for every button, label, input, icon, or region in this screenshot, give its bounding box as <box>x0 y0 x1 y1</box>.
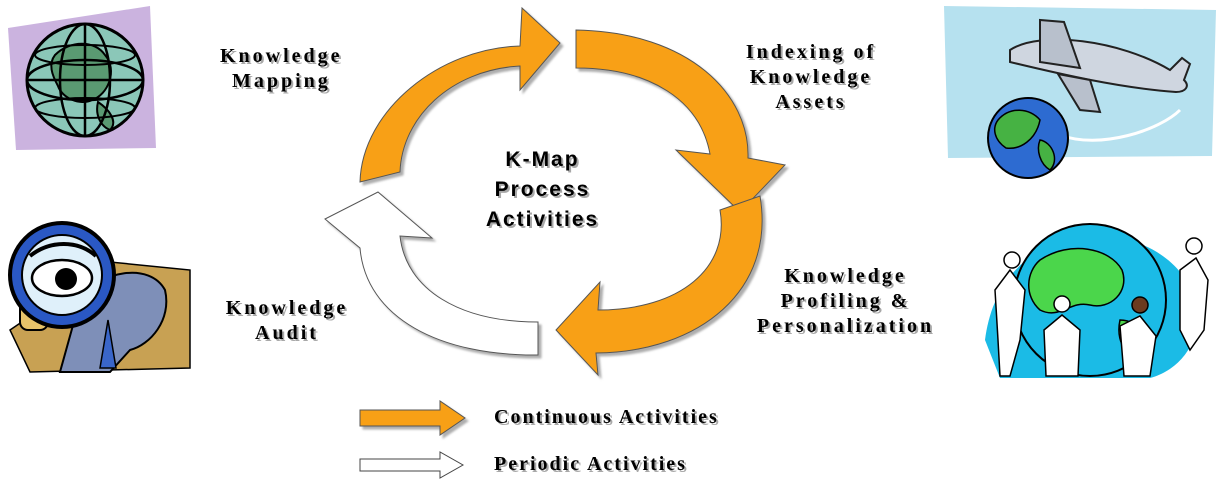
label-line: Knowledge <box>749 66 873 88</box>
label-line: Personalization <box>756 315 935 337</box>
airplane-globe-icon <box>944 6 1216 179</box>
center-line: Activities <box>485 208 600 231</box>
label-knowledge-profiling: Knowledge Profiling & Personalization <box>738 264 953 339</box>
legend-periodic-label: Periodic Activities <box>494 453 687 475</box>
label-knowledge-mapping: Knowledge Mapping <box>220 44 343 94</box>
center-line: Process <box>494 178 591 201</box>
label-line: Knowledge <box>220 45 343 67</box>
label-line: Mapping <box>232 70 331 92</box>
label-line: Profiling & <box>780 290 911 312</box>
cycle-arrows <box>324 6 786 377</box>
magnifier-man-icon <box>8 221 191 373</box>
label-indexing-knowledge-assets: Indexing of Knowledge Assets <box>736 40 886 115</box>
label-line: Knowledge <box>225 297 349 319</box>
center-title: K-Map Process Activities <box>470 145 615 235</box>
globe-icon <box>8 6 156 150</box>
legend-continuous-arrow <box>359 400 466 436</box>
legend-continuous-label: Continuous Activities <box>494 406 719 428</box>
people-around-globe-icon <box>985 223 1209 378</box>
arrow-profiling <box>555 195 763 377</box>
label-line: Indexing of <box>745 41 877 63</box>
label-line: Assets <box>775 91 847 113</box>
arrow-audit <box>324 191 539 356</box>
center-line: K-Map <box>505 148 580 171</box>
label-line: Knowledge <box>784 265 907 287</box>
label-line: Audit <box>255 322 319 344</box>
legend-periodic-arrow <box>359 451 465 479</box>
arrow-mapping <box>359 6 561 183</box>
label-knowledge-audit: Knowledge Audit <box>222 296 352 346</box>
arrow-indexing <box>575 29 786 213</box>
